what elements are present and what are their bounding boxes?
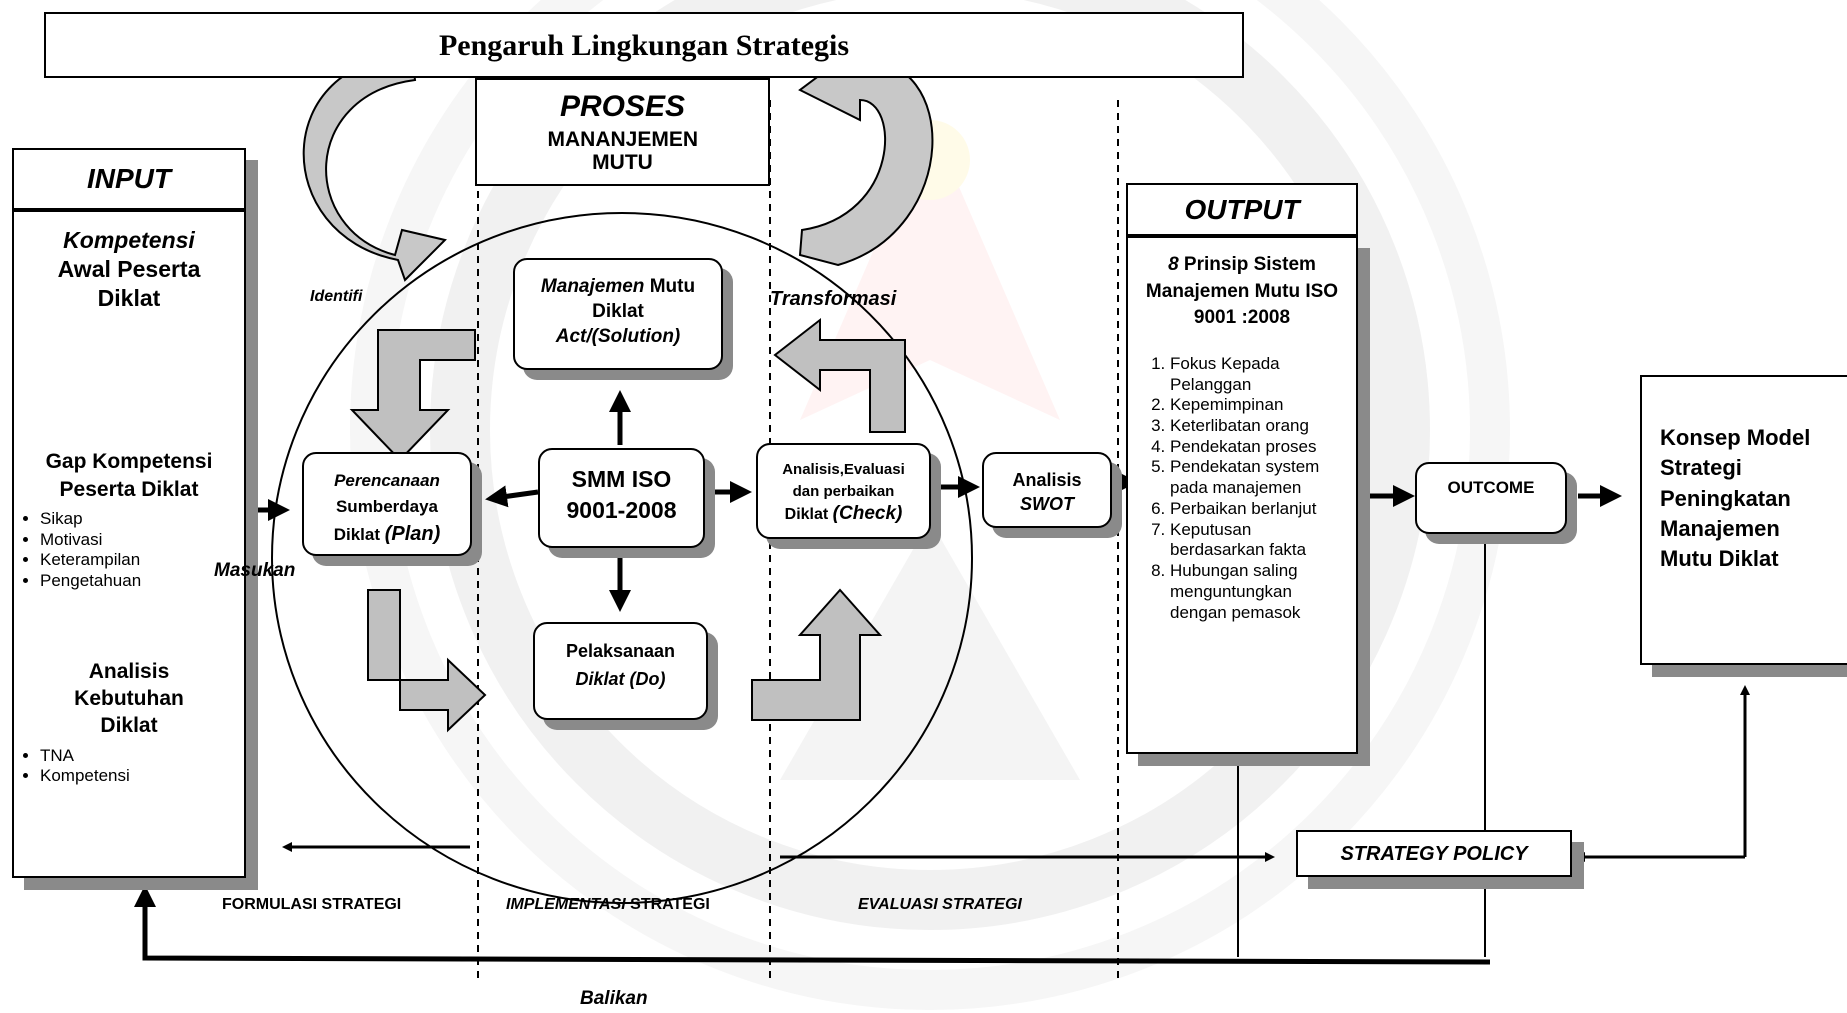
outcome-box: OUTCOME	[1415, 462, 1567, 534]
strategy-policy-box: STRATEGY POLICY	[1296, 830, 1572, 877]
identifikasi-label: Identifi	[310, 288, 363, 305]
arrow-plan-to-do	[367, 589, 487, 733]
principle-item: Keterlibatan orang	[1170, 416, 1348, 437]
prinsip-title: Prinsip Sistem Manajemen Mutu ISO 9001 :…	[1145, 254, 1339, 329]
output-title: OUTPUT	[1184, 194, 1300, 225]
plan-box: Perencanaan Sumberdaya Diklat (Plan)	[302, 452, 472, 556]
principle-item: Pendekatan system pada manajemen	[1170, 457, 1348, 498]
analisis-items-list: TNA Kompetensi	[14, 746, 244, 787]
konsep-box: Konsep Model Strategi Peningkatan Manaje…	[1640, 375, 1847, 665]
swot-line2: SWOT	[1020, 494, 1074, 515]
gap-item: Pengetahuan	[40, 571, 244, 592]
gap-kompetensi-title: Gap Kompetensi Peserta Diklat	[45, 450, 213, 501]
formulasi-strategi-label: FORMULASI STRATEGI	[222, 896, 402, 913]
analisis-kebutuhan-title: Analisis Kebutuhan Diklat	[74, 659, 184, 738]
evaluasi-strategi-label: EVALUASI STRATEGI	[858, 896, 1022, 913]
act-italic: Manajemen	[540, 276, 645, 297]
do-line2: Diklat (Do)	[575, 668, 666, 689]
implementasi-italic: IMPLEMENTASI	[506, 896, 626, 913]
arrow-check-to-act	[773, 317, 906, 433]
principle-item: Pendekatan proses	[1170, 437, 1348, 458]
environment-title: Pengaruh Lingkungan Strategis	[438, 29, 850, 62]
input-kompetensi-word: Kompetensi	[63, 227, 195, 253]
smm-iso-box: SMM ISO 9001-2008	[538, 448, 705, 548]
do-line1: Pelaksanaan	[565, 641, 676, 661]
act-solution: Act/(Solution)	[555, 326, 681, 348]
principle-item: Perbaikan berlanjut	[1170, 499, 1348, 520]
plan-line2: Sumberdaya	[335, 496, 439, 516]
principle-item: Hubungan saling menguntungkan dengan pem…	[1170, 561, 1348, 623]
identifikasi-curved-arrow	[302, 53, 447, 282]
implementasi-strategi-label: IMPLEMENTASI STRATEGI	[506, 896, 710, 914]
prinsip-number: 8	[1168, 254, 1179, 275]
masukan-label: Masukan	[214, 560, 296, 581]
output-header: OUTPUT	[1126, 183, 1358, 236]
proses-title: PROSES	[559, 90, 686, 123]
plan-line3b: (Plan)	[384, 523, 441, 545]
principle-item: Keputusan berdasarkan fakta	[1170, 520, 1348, 561]
arrow-do-to-check	[751, 588, 883, 721]
gap-item: Sikap	[40, 509, 244, 530]
transformasi-label: Transformasi	[770, 288, 897, 310]
konsep-text: Konsep Model Strategi Peningkatan Manaje…	[1660, 425, 1811, 572]
principle-item: Fokus Kepada Pelanggan	[1170, 354, 1348, 395]
input-kompetensi-text: Awal Peserta Diklat	[57, 255, 201, 311]
process-cycle-ellipse	[271, 212, 973, 904]
do-box: Pelaksanaan Diklat (Do)	[533, 622, 708, 720]
principles-list: Fokus Kepada Pelanggan Kepemimpinan Kete…	[1128, 354, 1356, 624]
gap-items-list: Sikap Motivasi Keterampilan Pengetahuan	[14, 509, 244, 592]
output-panel: 8 Prinsip Sistem Manajemen Mutu ISO 9001…	[1126, 236, 1358, 754]
principle-item: Kepemimpinan	[1170, 395, 1348, 416]
analisis-item: Kompetensi	[40, 766, 244, 787]
implementasi-rest: STRATEGI	[630, 896, 710, 913]
act-box: Manajemen Mutu Diklat Act/(Solution)	[513, 258, 723, 370]
check-line2a: Diklat	[784, 505, 829, 523]
swot-box: Analisis SWOT	[982, 452, 1112, 528]
check-box: Analisis,Evaluasi dan perbaikan Diklat (…	[756, 443, 931, 539]
analisis-item: TNA	[40, 746, 244, 767]
check-line1: Analisis,Evaluasi dan perbaikan	[782, 461, 905, 500]
transformasi-curved-arrow	[798, 43, 934, 267]
input-panel: Kompetensi Awal Peserta Diklat Gap Kompe…	[12, 210, 246, 878]
swot-line1: Analisis	[1012, 470, 1082, 490]
balikan-label: Balikan	[580, 988, 648, 1009]
gap-item: Motivasi	[40, 530, 244, 551]
input-header: INPUT	[12, 148, 246, 210]
proses-header: PROSES MANANJEMEN MUTU	[475, 78, 770, 186]
plan-line1: Perencanaan	[334, 471, 440, 490]
environment-banner: Pengaruh Lingkungan Strategis	[44, 12, 1244, 78]
gap-item: Keterampilan	[40, 550, 244, 571]
strategy-policy-text: STRATEGY POLICY	[1340, 843, 1528, 865]
input-title: INPUT	[87, 163, 171, 194]
outcome-text: OUTCOME	[1447, 478, 1535, 497]
plan-line3a: Diklat	[333, 525, 380, 544]
check-line2b: (Check)	[832, 502, 903, 524]
smm-iso-text: SMM ISO 9001-2008	[566, 466, 677, 524]
arrow-to-plan	[349, 329, 476, 462]
proses-subtitle: MANANJEMEN MUTU	[547, 128, 699, 175]
act-rest: Mutu Diklat	[592, 276, 696, 323]
